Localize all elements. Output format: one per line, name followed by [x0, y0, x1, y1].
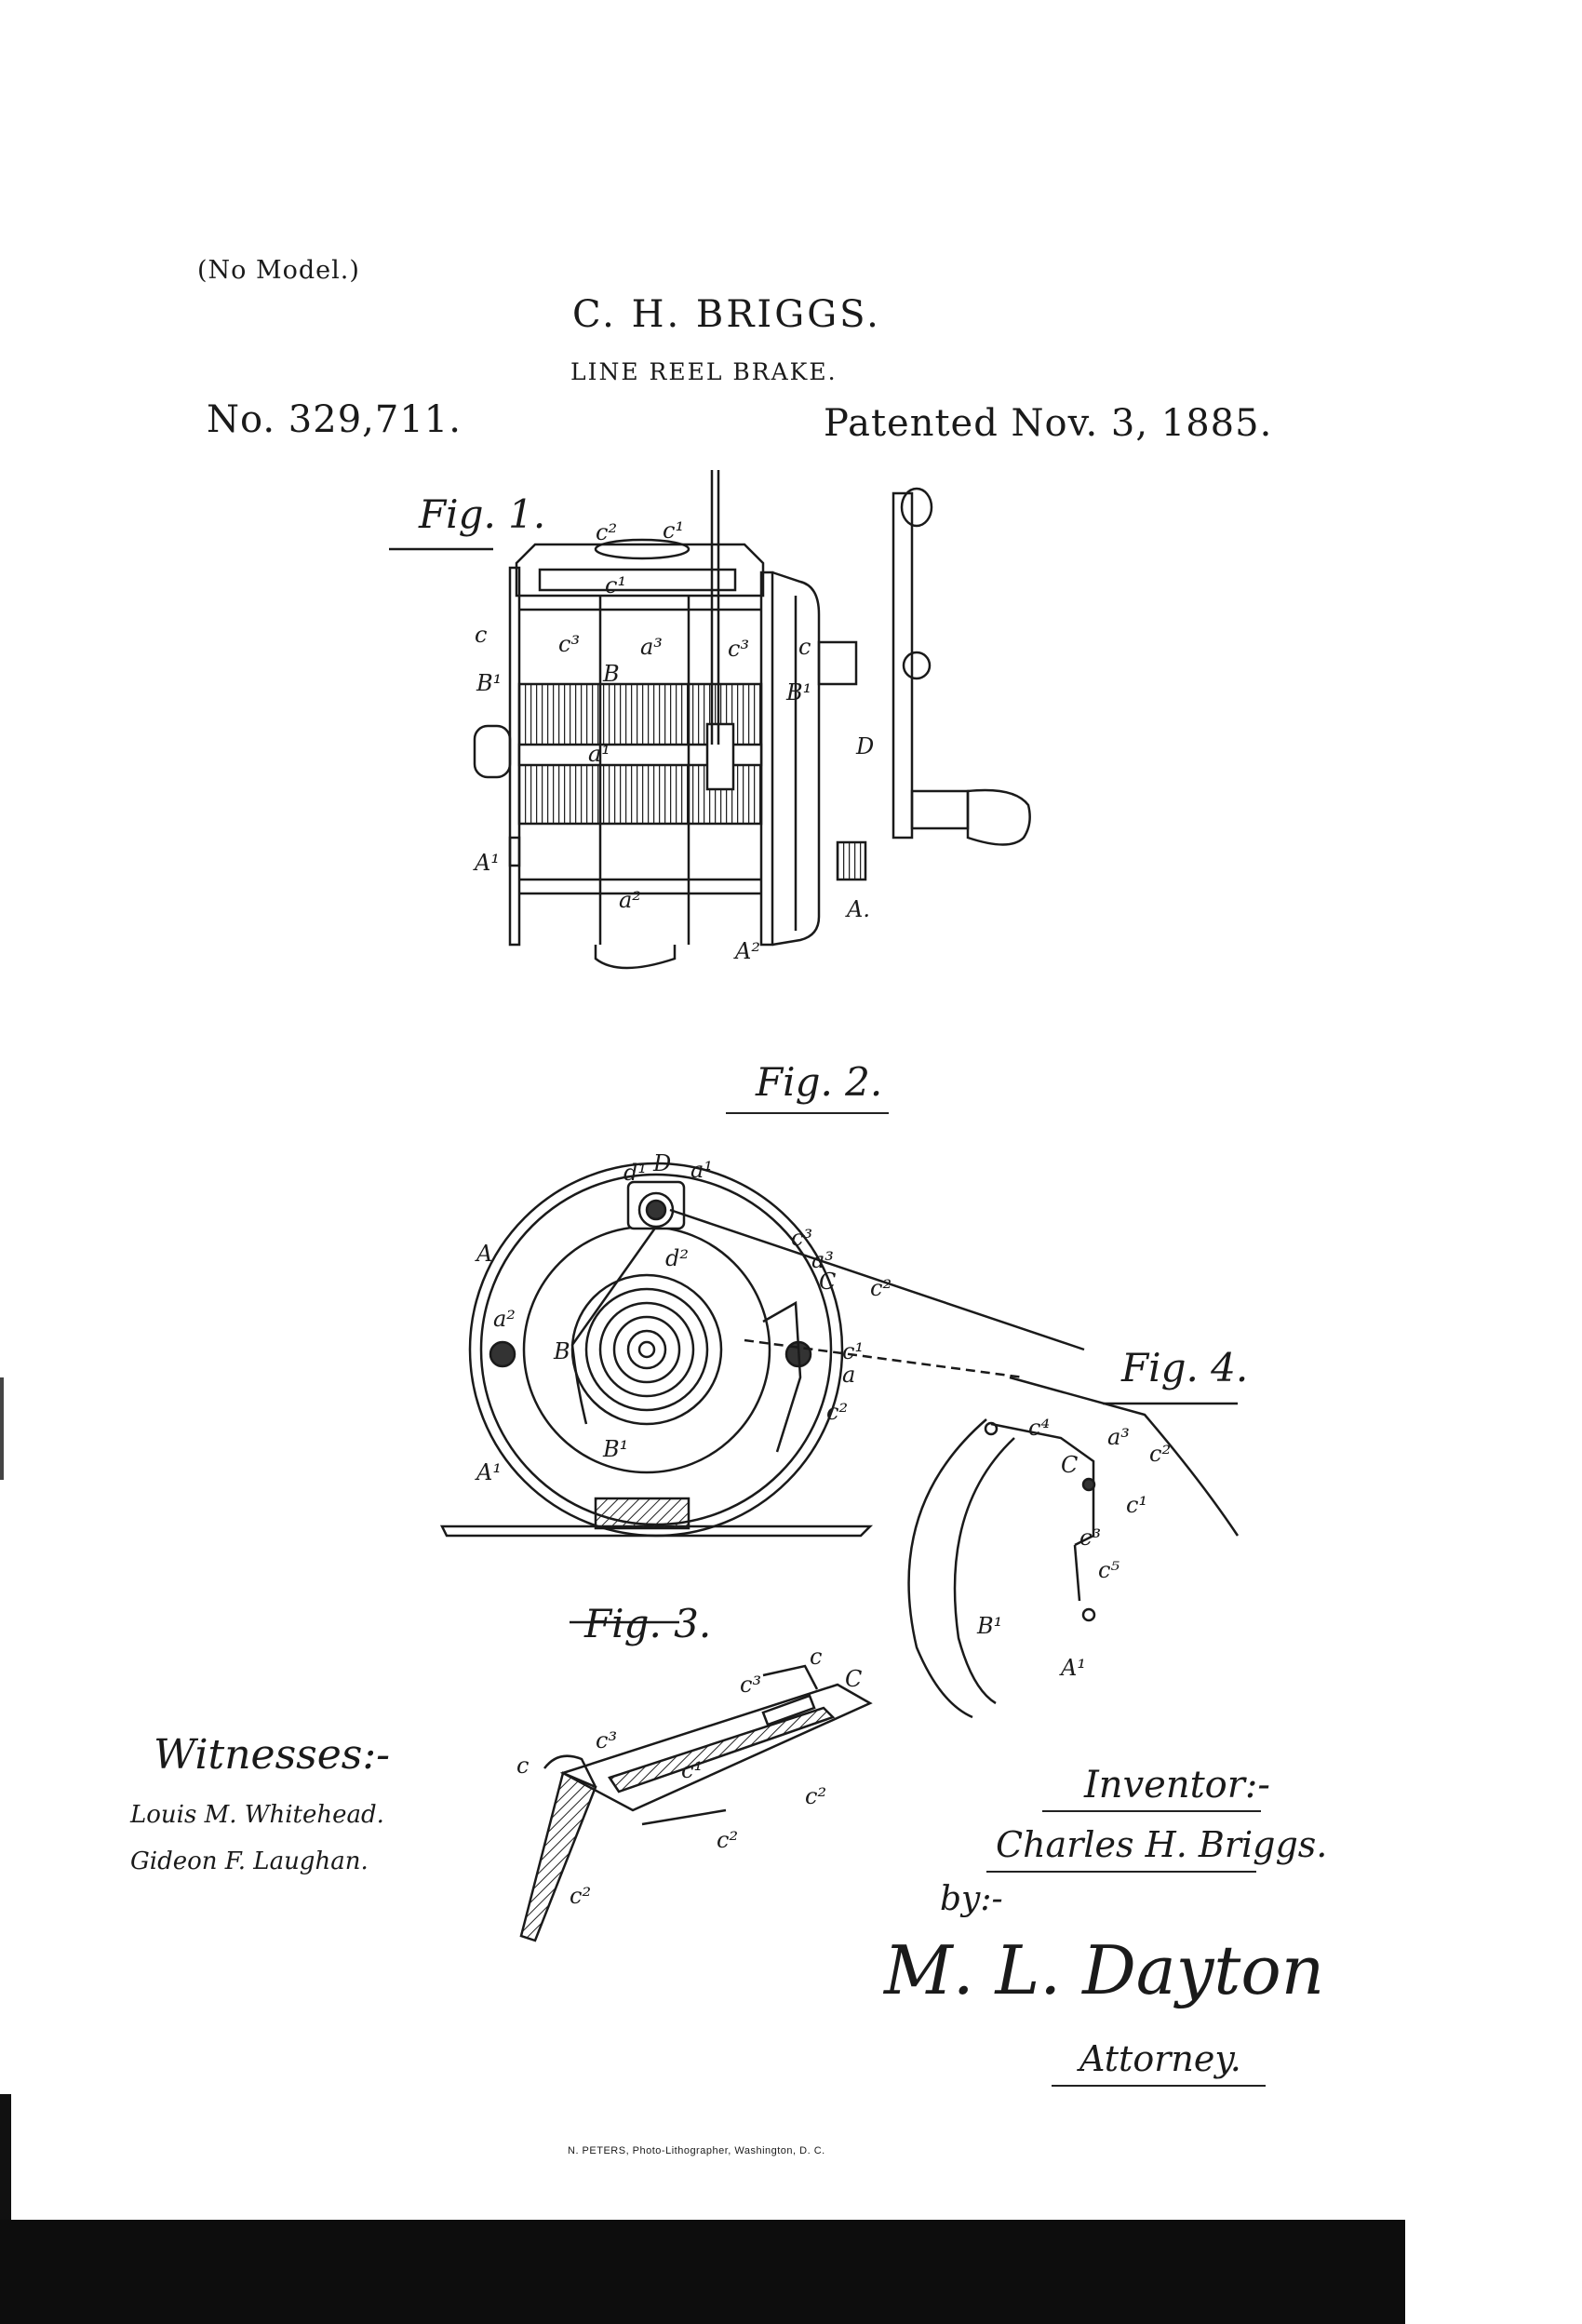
figure-4-drawing — [907, 1376, 1240, 1719]
svg-text:c: c — [798, 634, 811, 660]
witnesses-label: Witnesses:- — [154, 1731, 391, 1779]
svg-text:a²: a² — [619, 887, 641, 913]
patent-number: No. 329,711. — [207, 398, 462, 441]
svg-text:c⁵: c⁵ — [1098, 1557, 1119, 1583]
scan-bottom-border — [0, 2220, 1405, 2324]
svg-text:c²: c² — [805, 1783, 826, 1809]
figure-1-drawing — [389, 470, 1031, 970]
svg-text:c²: c² — [870, 1275, 892, 1301]
svg-text:c³: c³ — [740, 1672, 761, 1698]
attorney-underline — [1052, 2085, 1266, 2087]
svg-text:d²: d² — [665, 1245, 689, 1271]
svg-text:A.: A. — [845, 896, 870, 922]
scan-edge-mark — [0, 1377, 4, 1480]
svg-text:a¹: a¹ — [690, 1157, 713, 1183]
svg-text:C: C — [1061, 1452, 1078, 1478]
svg-text:B: B — [553, 1338, 570, 1364]
svg-text:B: B — [602, 661, 620, 687]
svg-text:c⁴: c⁴ — [1028, 1415, 1050, 1441]
svg-text:c³: c³ — [596, 1727, 617, 1753]
svg-text:a: a — [842, 1362, 855, 1388]
svg-text:D: D — [855, 733, 874, 759]
invention-title: LINE REEL BRAKE. — [570, 358, 838, 385]
figure-1-label: Fig. 1. — [419, 491, 546, 537]
svg-text:B¹: B¹ — [976, 1613, 1002, 1639]
no-model-note: (No Model.) — [197, 256, 360, 285]
svg-text:a¹: a¹ — [588, 741, 610, 767]
patent-date: Patented Nov. 3, 1885. — [824, 402, 1273, 445]
attorney-label: Attorney. — [1079, 2038, 1241, 2079]
svg-text:c¹: c¹ — [1126, 1492, 1147, 1518]
svg-text:c²: c² — [826, 1399, 848, 1425]
figure-3-label: Fig. 3. — [584, 1601, 712, 1646]
svg-text:c²: c² — [570, 1883, 591, 1909]
witness-1-signature: Louis M. Whitehead. — [130, 1801, 384, 1829]
svg-text:a³: a³ — [1107, 1424, 1130, 1450]
svg-text:c¹: c¹ — [605, 572, 626, 598]
svg-text:c³: c³ — [791, 1225, 812, 1251]
svg-text:A¹: A¹ — [1059, 1655, 1086, 1681]
inventor-name-header: C. H. BRIGGS. — [572, 293, 881, 336]
svg-text:C: C — [819, 1269, 836, 1295]
printer-credit: N. PETERS, Photo-Lithographer, Washingto… — [568, 2145, 825, 2156]
svg-text:B¹: B¹ — [476, 670, 502, 696]
svg-text:a³: a³ — [811, 1247, 834, 1273]
svg-text:c: c — [810, 1644, 822, 1670]
witness-2-signature: Gideon F. Laughan. — [130, 1847, 369, 1875]
attorney-signature: M. L. Dayton — [884, 1931, 1325, 2009]
figure-2-reference-letters: d¹ D a¹ A d² c³ a³ C c² a² B c¹ a c² B¹ … — [475, 1150, 892, 1485]
inventor-signature-underline — [986, 1871, 1256, 1873]
figure-3-drawing — [519, 1620, 873, 1942]
svg-text:B¹: B¹ — [785, 679, 811, 705]
figure-1-reference-letters: c² c¹ c¹ c c³ a³ c³ c B¹ B B¹ a¹ D A¹ a²… — [473, 517, 874, 964]
svg-text:c: c — [475, 622, 487, 648]
figure-4-label: Fig. 4. — [1121, 1345, 1249, 1390]
svg-text:c¹: c¹ — [663, 517, 684, 544]
svg-text:A: A — [475, 1241, 492, 1267]
svg-text:c²: c² — [596, 519, 617, 545]
figure-2-underline — [726, 1112, 889, 1114]
svg-text:c²: c² — [1149, 1441, 1171, 1467]
svg-text:d¹: d¹ — [623, 1160, 647, 1186]
svg-text:a³: a³ — [640, 634, 663, 660]
inventor-signature: Charles H. Briggs. — [996, 1824, 1328, 1865]
svg-text:c²: c² — [717, 1827, 738, 1853]
svg-text:c¹: c¹ — [681, 1757, 703, 1783]
figure-4-reference-letters: c⁴ a³ c² C c¹ c³ c⁵ B¹ A¹ — [976, 1415, 1171, 1681]
by-label: by:- — [940, 1880, 1003, 1918]
svg-text:B¹: B¹ — [602, 1436, 628, 1462]
svg-text:c: c — [516, 1753, 529, 1779]
svg-text:c³: c³ — [1079, 1525, 1101, 1551]
inventor-underline — [1042, 1810, 1261, 1812]
figure-2-drawing — [439, 1162, 1085, 1538]
figure-2-label: Fig. 2. — [756, 1059, 883, 1105]
svg-text:A¹: A¹ — [473, 850, 500, 876]
figure-3-reference-letters: c C c³ c³ c c¹ c² c² c² — [516, 1644, 862, 1909]
scan-edge-mark-lower — [0, 2094, 11, 2224]
inventor-label: Inventor:- — [1084, 1764, 1270, 1807]
svg-text:c³: c³ — [558, 631, 580, 657]
svg-text:D: D — [652, 1150, 671, 1176]
svg-text:c¹: c¹ — [842, 1338, 864, 1364]
svg-text:A¹: A¹ — [475, 1459, 502, 1485]
svg-text:a²: a² — [493, 1306, 516, 1332]
svg-text:c³: c³ — [728, 636, 749, 662]
svg-text:C: C — [845, 1666, 862, 1692]
svg-text:A²: A² — [733, 938, 760, 964]
